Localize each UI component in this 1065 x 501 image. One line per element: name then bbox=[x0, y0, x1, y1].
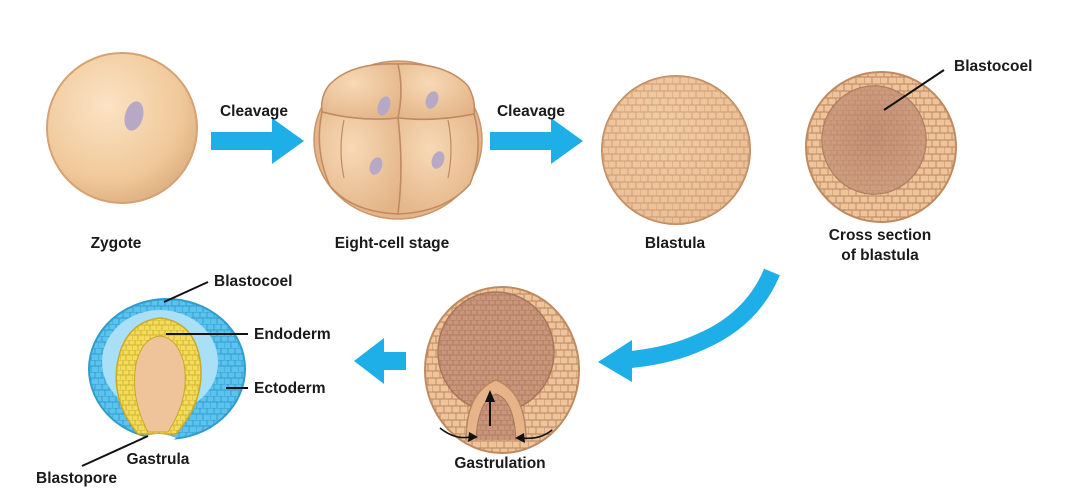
blastula-label: Blastula bbox=[645, 235, 706, 252]
gastrulation-figure bbox=[424, 286, 580, 454]
cleavage-label-1: Cleavage bbox=[220, 103, 288, 120]
zygote-label: Zygote bbox=[91, 235, 142, 252]
blastomere-nucleus bbox=[425, 91, 439, 109]
blastocoel-leader-line bbox=[883, 69, 945, 111]
zygote-figure bbox=[46, 52, 198, 204]
ectoderm-label: Ectoderm bbox=[254, 380, 326, 397]
gastrulation-label: Gastrulation bbox=[454, 455, 545, 472]
archenteron bbox=[134, 335, 186, 433]
gastrula-label: Gastrula bbox=[127, 451, 190, 468]
blastomere-nucleus bbox=[377, 96, 391, 116]
blastomere-nucleus bbox=[431, 151, 445, 169]
blastocoel-label-top: Blastocoel bbox=[954, 58, 1032, 75]
gastrula-arrow bbox=[354, 338, 406, 384]
cleavage-label-2: Cleavage bbox=[497, 103, 565, 120]
gastrula-blastocoel-label: Blastocoel bbox=[214, 273, 292, 290]
cleavage-arrow-1 bbox=[211, 118, 304, 164]
gastrula-blastocoel-leader bbox=[163, 281, 209, 303]
cleavage-arrow-2 bbox=[490, 118, 583, 164]
cross-section-label-line2: of blastula bbox=[841, 247, 919, 264]
blastula-cross-section-figure bbox=[805, 71, 957, 223]
eight-cell-figure bbox=[313, 60, 483, 220]
endoderm-label: Endoderm bbox=[254, 326, 331, 343]
blastopore-leader bbox=[81, 435, 149, 467]
blastopore-label: Blastopore bbox=[36, 470, 117, 487]
gastrula-figure bbox=[88, 298, 246, 444]
blastomere-nucleus bbox=[369, 157, 383, 175]
cross-section-label-line1: Cross section bbox=[829, 227, 932, 244]
zygote-nucleus bbox=[124, 101, 144, 131]
curved-transition-arrow bbox=[598, 268, 780, 382]
eight-cell-label: Eight-cell stage bbox=[335, 235, 450, 252]
blastula-figure bbox=[601, 75, 751, 225]
